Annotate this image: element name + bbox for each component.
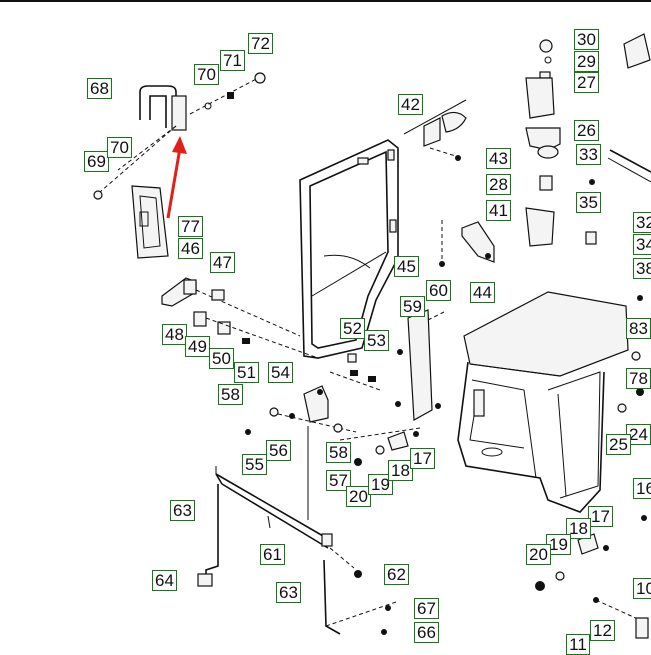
callout-58: 58 [218,384,243,405]
callout-69: 69 [84,151,109,172]
callout-52: 52 [340,318,365,339]
door-latch-icon [245,385,421,520]
callout-63: 63 [276,582,301,603]
seat-parts-icon [525,33,651,247]
callout-17: 17 [410,448,435,469]
callout-50: 50 [209,348,234,369]
mirror-arm-icon [93,72,266,200]
callout-47: 47 [210,252,235,273]
callout-32: 32 [633,212,651,233]
callout-46: 46 [178,238,203,259]
callout-66: 66 [414,622,439,643]
callout-20: 20 [526,544,551,565]
callout-41: 41 [486,200,511,221]
callout-11: 11 [566,634,590,655]
top-border-line [0,0,651,2]
callout-51: 51 [234,362,259,383]
callout-56: 56 [266,440,291,461]
callout-72: 72 [248,33,273,54]
callout-62: 62 [384,564,409,585]
latch-parts-icon [329,353,381,391]
hinge-bracket-icon [403,99,467,161]
callout-29: 29 [574,51,599,72]
rail-icon [585,149,651,301]
callout-38: 38 [633,258,651,279]
callout-54: 54 [268,362,293,383]
callout-35: 35 [576,192,601,213]
callout-26: 26 [574,120,599,141]
callout-58: 58 [326,442,351,463]
cab-icon [457,291,629,513]
callout-12: 12 [590,620,615,641]
callout-70: 70 [107,137,132,158]
callout-20: 20 [346,486,371,507]
callout-17: 17 [588,506,613,527]
callout-59: 59 [400,296,425,317]
callout-48: 48 [162,324,187,345]
callout-64: 64 [152,570,177,591]
callout-43: 43 [486,148,511,169]
callout-68: 68 [87,78,112,99]
callout-57: 57 [326,470,351,491]
callout-19: 19 [546,534,571,555]
callout-77: 77 [178,216,203,237]
lower-right-hardware-icon [535,351,649,639]
callout-70: 70 [194,64,219,85]
callout-67: 67 [414,598,439,619]
callout-78: 78 [626,368,651,389]
callout-24: 24 [626,424,651,445]
callout-44: 44 [470,282,495,303]
callout-19: 19 [368,474,393,495]
pillar-icon [395,309,445,421]
callout-63: 63 [170,500,195,521]
callout-55: 55 [242,454,267,475]
callout-27: 27 [574,72,599,93]
red-arrow-icon [166,136,187,219]
callout-49: 49 [185,336,210,357]
callout-61: 61 [260,544,285,565]
callout-30: 30 [574,29,599,50]
callout-18: 18 [388,460,413,481]
callout-42: 42 [398,94,423,115]
callout-16: 16 [633,478,651,499]
callout-18: 18 [566,518,591,539]
callout-71: 71 [220,50,245,71]
callout-28: 28 [486,174,511,195]
callout-83: 83 [626,318,651,339]
callout-60: 60 [426,280,451,301]
bracket-icon [161,277,319,359]
callout-25: 25 [606,434,631,455]
callout-45: 45 [394,256,419,277]
mirror-icon [131,185,169,259]
callout-34: 34 [633,234,651,255]
callout-10: 10 [633,578,651,599]
callout-33: 33 [576,144,601,165]
callout-53: 53 [364,330,389,351]
step-rail-icon [197,466,397,635]
side-bracket-icon [439,220,495,267]
